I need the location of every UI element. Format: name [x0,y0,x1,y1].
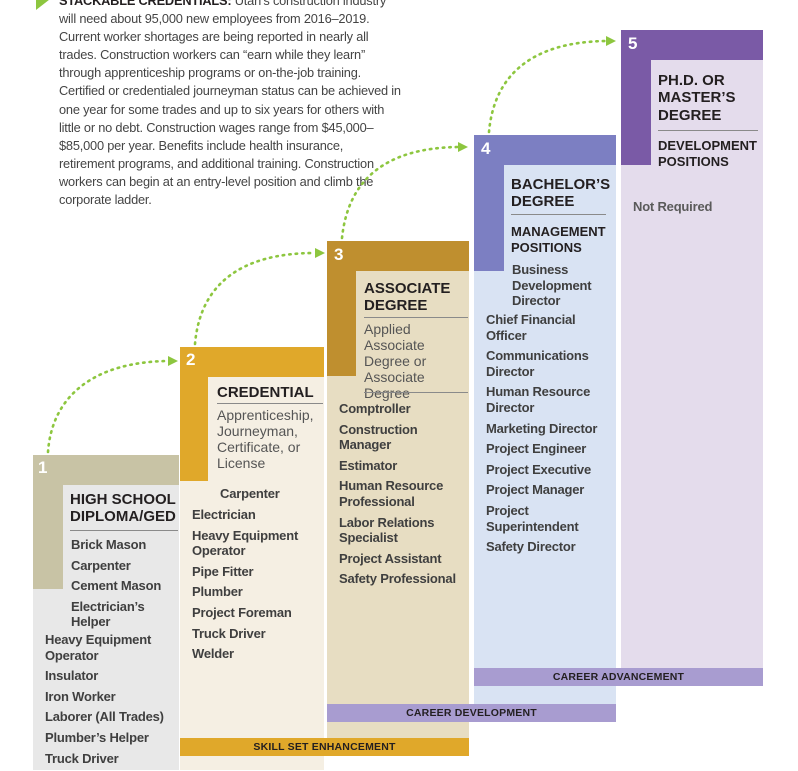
step-3-subtitle: Applied Associate Degree or Associate De… [364,321,427,402]
step-1-title: HIGH SCHOOL DIPLOMA/GED [70,491,176,526]
arrowhead-icon [606,36,616,46]
list-item: Construction Manager [339,421,418,453]
step-2-jobs-top: Carpenter [220,486,320,507]
step-4-rule [511,214,606,215]
step-4-title: BACHELOR’S DEGREE [511,176,611,211]
step-3-number: 3 [334,245,344,264]
step-1-rule [70,530,178,531]
arrow-3-to-4 [340,145,460,240]
list-item: Iron Worker [45,688,116,704]
step-4-header [474,135,616,165]
list-item: Comptroller [339,401,411,416]
list-item: Electrician [192,507,256,522]
step-1-header [33,455,179,485]
step-3-rule [364,317,468,318]
arrow-2-to-3 [193,251,317,346]
list-item: Insulator [45,668,99,684]
list-item: Brick Mason [71,537,147,552]
list-item: Truck Driver [192,625,266,641]
intro-paragraph: STACKABLE CREDENTIALS: Utah’s constructi… [59,0,402,209]
step-3-side-bar [327,271,356,376]
step-5-side-bar [621,60,651,165]
list-item: Welder [192,646,234,662]
list-item: Project Manager [486,482,585,498]
list-item: Project Foreman [192,604,292,620]
list-item: Safety Professional [339,571,456,587]
step-5-title: PH.D. OR MASTER’S DEGREE [658,72,736,124]
step-5-jobs: Not Required [633,199,758,220]
list-item: Business Development Director [512,262,592,309]
step-4-side-bar [474,165,504,271]
list-item: Project Assistant [339,550,442,566]
list-item: Cement Mason [71,578,162,594]
step-4-jobs-bottom: Chief Financial Officer Communications D… [486,312,614,560]
list-item: Project Engineer [486,441,587,457]
arrow-1-to-2 [46,359,170,454]
step-4-positions-header: MANAGEMENT POSITIONS [511,224,606,255]
step-3-rule-2 [364,392,468,393]
list-item: Project Superintendent [486,502,579,534]
list-item: Human Resource Professional [339,478,444,509]
step-1-jobs-top: Brick Mason Carpenter Cement Mason Elect… [71,537,176,635]
skill-set-enhancement-bar: SKILL SET ENHANCEMENT [180,738,469,756]
list-item: Labor Relations Specialist [339,514,435,546]
list-item: Plumber [192,584,243,600]
step-2-rule [217,403,323,404]
list-item: Not Required [633,199,713,214]
step-5-header [621,30,763,60]
list-item: Chief Financial Officer [486,312,576,343]
arrowhead-icon [315,248,325,258]
step-2-subtitle: Apprenticeship, Journeyman, Certificate,… [217,407,314,472]
step-2-jobs-bottom: Electrician Heavy Equipment Operator Pip… [192,507,322,667]
career-development-bar: CAREER DEVELOPMENT [327,704,616,722]
step-2-header [180,347,324,377]
step-2-title: CREDENTIAL [217,384,314,401]
arrow-4-to-5 [487,39,608,134]
step-3-jobs: Comptroller Construction Manager Estimat… [339,401,467,592]
step-2-number: 2 [186,350,196,369]
step-1-number: 1 [38,458,48,477]
step-5-positions-header: DEVELOPMENT POSITIONS [658,138,757,169]
list-item: Heavy Equipment Operator [192,527,299,559]
list-item: Carpenter [71,557,131,573]
list-item: Safety Director [486,539,576,555]
step-5-number: 5 [628,34,638,53]
green-arrow-icon [36,0,49,10]
list-item: Electrician’s Helper [71,598,145,630]
step-1-jobs-bottom: Heavy Equipment Operator Insulator Iron … [45,632,175,771]
list-item: Communications Director [486,348,589,379]
step-5-rule [658,130,758,131]
list-item: Marketing Director [486,420,598,436]
list-item: Carpenter [220,486,280,501]
career-advancement-bar: CAREER ADVANCEMENT [474,668,763,686]
step-4-number: 4 [481,139,491,158]
intro-lead: STACKABLE CREDENTIALS: [59,0,232,8]
list-item: Heavy Equipment Operator [45,632,152,663]
list-item: Estimator [339,457,398,473]
arrowhead-icon [458,142,468,152]
list-item: Human Resource Director [486,384,591,415]
arrowhead-icon [168,356,178,366]
list-item: Laborer (All Trades) [45,709,164,725]
step-3-header [327,241,469,271]
step-3-title: ASSOCIATE DEGREE [364,280,451,315]
step-2-side-bar [180,377,208,481]
list-item: Project Executive [486,461,591,477]
intro-text: Utah’s construction industry will need a… [59,0,401,208]
list-item: Plumber’s Helper [45,729,149,745]
step-4-jobs-top: Business Development Director [512,262,612,314]
list-item: Truck Driver [45,750,119,766]
list-item: Pipe Fitter [192,563,254,579]
step-1-side-bar [33,485,63,589]
